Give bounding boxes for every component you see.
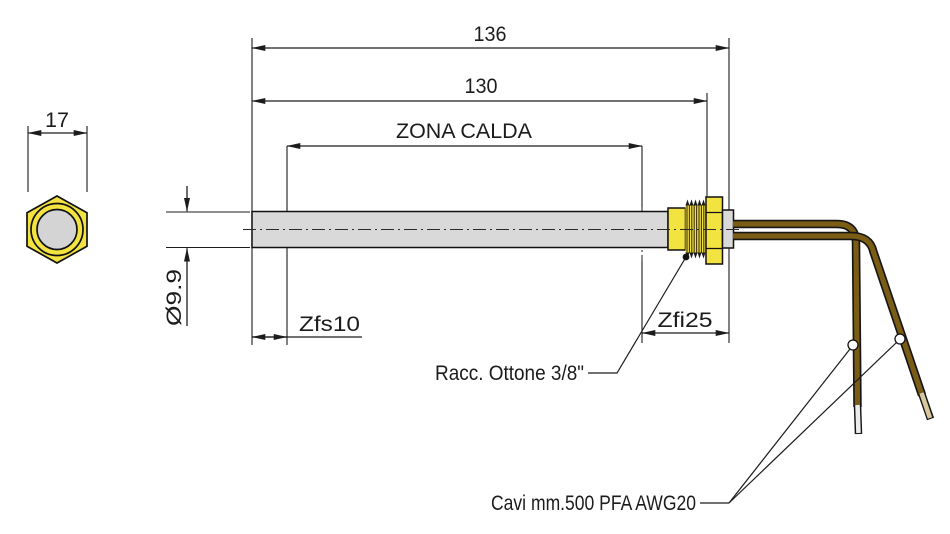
fitting-hex-nut	[705, 196, 724, 265]
fitting-note: Racc. Ottone 3/8"	[435, 253, 690, 385]
dimension-text-diameter: Ø9.9	[163, 269, 186, 326]
hex-end-view: 17	[26, 109, 88, 264]
fitting-note-label: Racc. Ottone 3/8"	[435, 362, 584, 385]
dimension-zfi25: Zfi25	[641, 309, 730, 336]
cables-note: Cavi mm.500 PFA AWG20	[491, 333, 906, 515]
dimension-text-hex-width: 17	[45, 109, 69, 132]
cables-leader-circle-2	[894, 333, 906, 345]
fitting-leader-dot	[682, 253, 690, 261]
cables-leader-circle-1	[847, 339, 859, 351]
dimension-130: 130	[251, 75, 708, 104]
wire-1-insulation	[733, 221, 861, 408]
dimension-text-overall-length: 136	[474, 23, 507, 46]
thread-teeth-bottom	[685, 252, 706, 259]
dimension-text-cold-zone-tip: Zfs10	[299, 313, 360, 336]
dimension-text-sheath-length: 130	[465, 75, 498, 98]
wire-2-bare-tip	[919, 392, 933, 419]
dimension-diameter: Ø9.9	[163, 186, 250, 326]
dimension-136: 136	[251, 23, 730, 51]
cables-note-label: Cavi mm.500 PFA AWG20	[491, 492, 696, 515]
wire-1-outline	[733, 219, 862, 408]
cables-leader-line-2	[728, 342, 897, 504]
wire-1-bare-tip	[855, 404, 861, 434]
dimension-zfs10: Zfs10	[251, 313, 362, 340]
thread-teeth-top	[685, 199, 706, 206]
cables-leader-line-1	[728, 348, 851, 504]
wire-2-insulation	[733, 233, 925, 396]
fitting-leader-line	[588, 256, 687, 374]
hex-end-bore-circle	[36, 208, 78, 251]
dimension-zona-calda: ZONA CALDA	[286, 120, 643, 149]
dimension-text-cold-zone-fitting: Zfi25	[658, 309, 713, 332]
lead-wire-1	[733, 219, 863, 435]
dimension-text-hot-zone: ZONA CALDA	[396, 120, 532, 143]
lead-wire-2	[733, 231, 935, 421]
hex-nut-body	[705, 196, 724, 265]
main-side-view	[243, 196, 935, 435]
